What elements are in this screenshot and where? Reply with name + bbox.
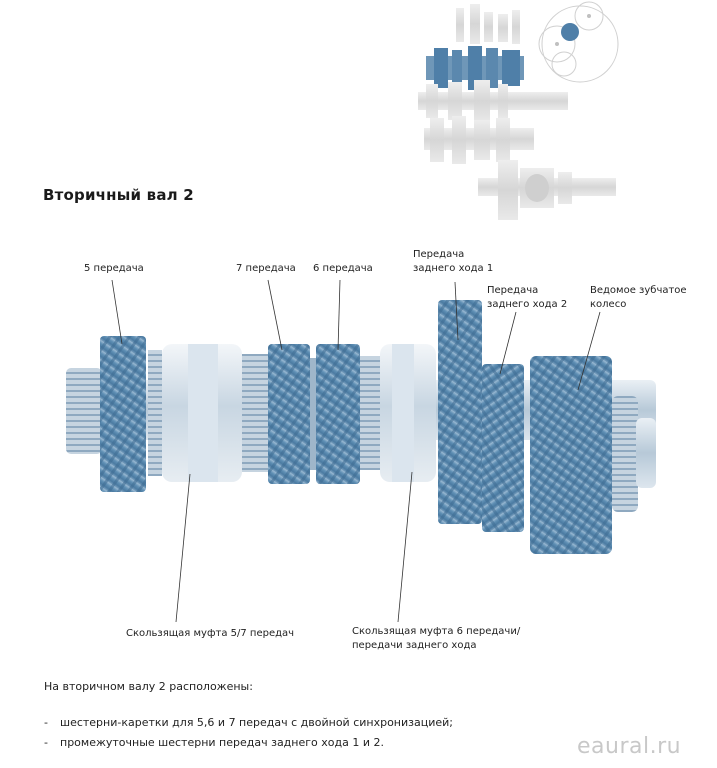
bullet-text: шестерни-каретки для 5,6 и 7 передач с д… [60,716,453,729]
label-sliding-sleeve-6-reverse: Скользящая муфта 6 передачи/ передачи за… [352,626,521,651]
gearbox-overview-thumbnail [418,1,619,220]
page-title: Вторичный вал 2 [43,186,194,204]
label-driven-gear: Ведомое зубчатое колесо [590,285,687,310]
label-gear-7: 7 передача [236,263,296,274]
label-reverse-gear-1: Передача заднего хода 1 [413,249,494,274]
label-sliding-sleeve-5-7: Скользящая муфта 5/7 передач [126,628,295,639]
bullet-text: промежуточные шестерни передач заднего х… [60,736,384,749]
label-gear-6: 6 передача [313,263,373,274]
watermark: eaural.ru [577,734,682,759]
label-gear-5: 5 передача [84,263,144,274]
bullet-dash: - [44,736,48,749]
label-reverse-gear-2: Передача заднего хода 2 [487,285,568,310]
bullet-dash: - [44,716,48,729]
secondary-shaft-2-illustration [66,279,656,623]
intro-text: На вторичном валу 2 расположены: [44,680,253,693]
